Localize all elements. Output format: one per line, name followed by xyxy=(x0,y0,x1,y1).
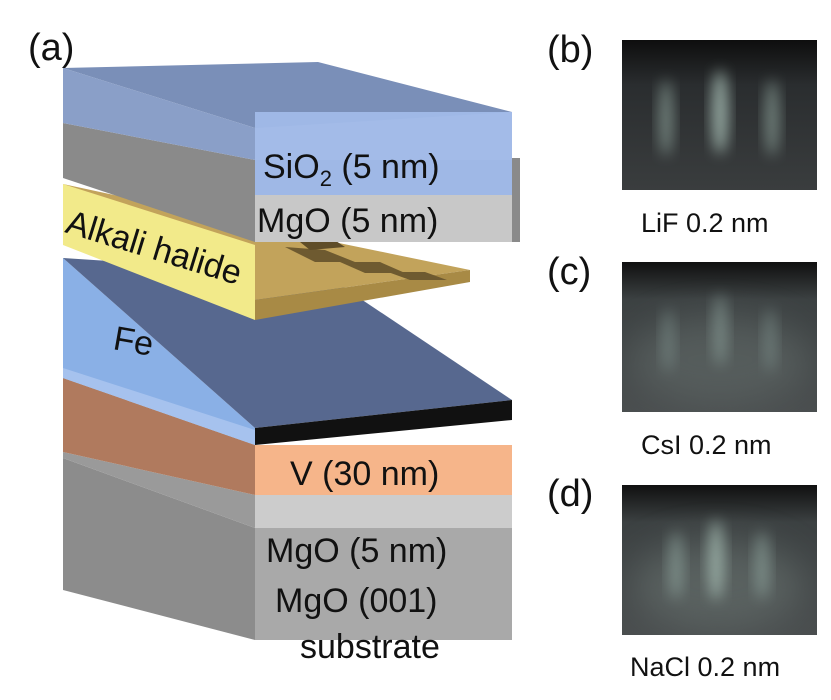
panel-label-c: (c) xyxy=(547,251,591,293)
mgo-buffer-side xyxy=(63,452,255,528)
caption-nacl: NaCl 0.2 nm xyxy=(630,652,780,682)
vanadium-layer xyxy=(63,378,512,495)
sio2-side xyxy=(63,68,255,160)
fe-lower-edge xyxy=(63,368,255,445)
mgo-buffer-front xyxy=(255,495,512,528)
caption-lif: LiF 0.2 nm xyxy=(641,208,769,238)
vanadium-side xyxy=(63,378,255,495)
alkali-bottom-front xyxy=(255,270,470,320)
substrate-side xyxy=(63,458,255,640)
sio2-layer xyxy=(63,62,512,195)
substrate-label-line2: substrate xyxy=(300,628,440,666)
fe-front xyxy=(63,258,255,445)
mgo-top-right-edge xyxy=(512,158,520,242)
fe-label: Fe xyxy=(111,319,157,363)
panel-label-d: (d) xyxy=(547,473,593,515)
vanadium-front xyxy=(255,445,512,495)
alkali-step-3 xyxy=(388,272,447,280)
substrate-label-line1: MgO (001) xyxy=(275,582,438,620)
panel-label-a: (a) xyxy=(28,27,74,69)
sio2-front-upper xyxy=(255,112,512,160)
mgo-top-label: MgO (5 nm) xyxy=(257,202,438,240)
mgo-buffer-layer xyxy=(63,452,512,528)
mgo-top-side xyxy=(63,123,255,242)
mgo-buffer-label: MgO (5 nm) xyxy=(266,532,447,570)
sio2-label-main: SiO xyxy=(263,148,320,186)
sio2-label-subscript: 2 xyxy=(320,166,332,191)
substrate-layer xyxy=(63,458,512,640)
fe-top xyxy=(63,258,512,428)
substrate-front xyxy=(255,528,512,640)
sio2-label-thickness: (5 nm) xyxy=(332,148,440,186)
caption-csi: CsI 0.2 nm xyxy=(641,430,772,460)
sio2-label: SiO2 (5 nm) xyxy=(263,148,440,191)
mgo-top-layer xyxy=(63,123,520,242)
mgo-top-front xyxy=(255,195,512,242)
rheed-image-csi xyxy=(622,262,817,412)
alkali-step-2 xyxy=(340,262,405,273)
panel-label-b: (b) xyxy=(547,29,593,71)
alkali-step-1 xyxy=(285,247,355,262)
alkali-front xyxy=(63,184,255,320)
rheed-image-nacl xyxy=(622,485,817,635)
sio2-top xyxy=(63,62,512,128)
vanadium-label: V (30 nm) xyxy=(290,455,439,493)
fe-black-edge xyxy=(255,400,512,445)
fe-layer xyxy=(63,258,512,445)
rheed-image-lif xyxy=(622,40,817,190)
